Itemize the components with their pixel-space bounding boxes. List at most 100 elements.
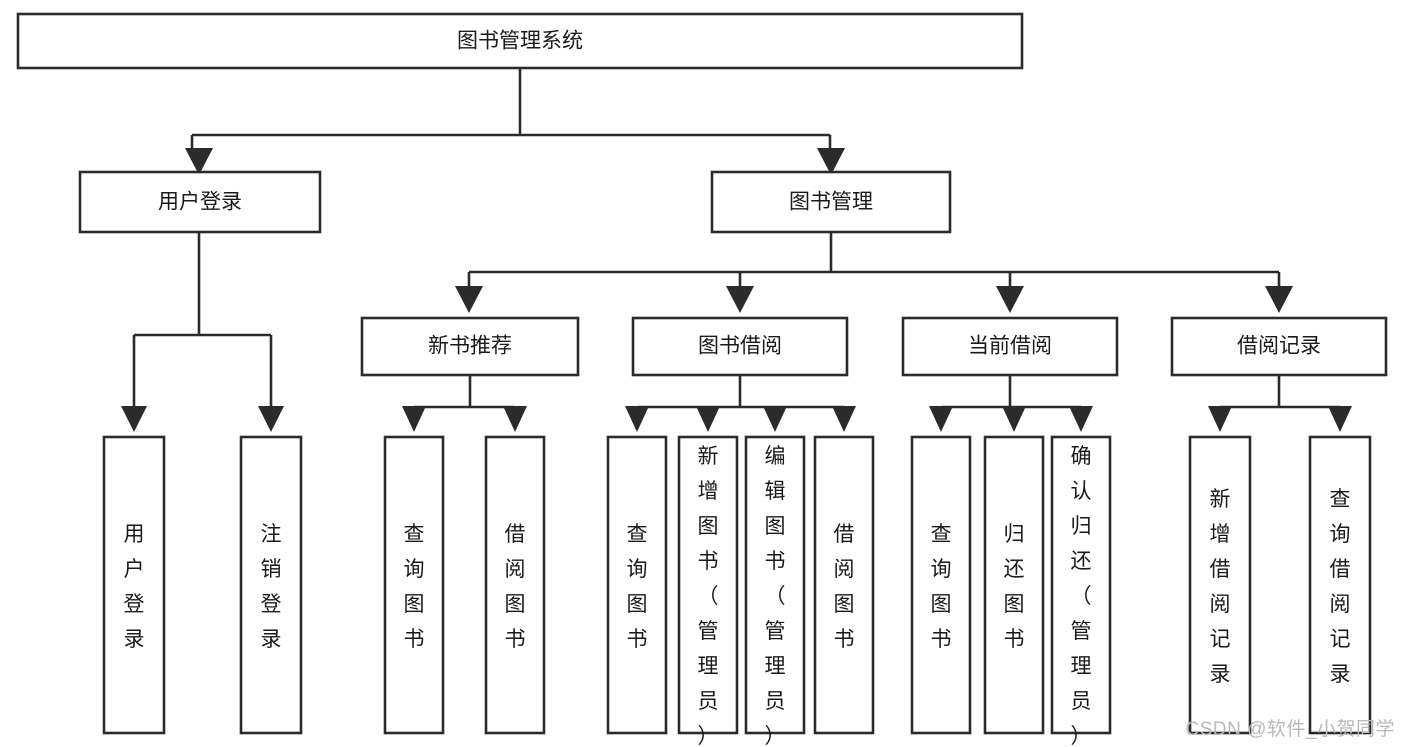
leaf-label: 新增借阅记录 [1210, 488, 1231, 686]
leaf-box[interactable] [1050, 435, 1112, 735]
current-borrow-box[interactable] [901, 316, 1119, 377]
leaf-node[interactable]: 新增图书（管理员） [677, 435, 739, 747]
leaf-box[interactable] [1188, 435, 1252, 735]
leaf-label-char: 用 [124, 523, 145, 546]
arrowhead-leaf-6 [696, 406, 720, 432]
book-borrow-box[interactable] [631, 316, 849, 377]
new-book-recommend-box[interactable] [360, 316, 580, 377]
leaf-label-char: 管 [765, 620, 786, 643]
leaf-box[interactable] [983, 435, 1045, 735]
node-current-borrow[interactable]: 当前借阅 [901, 316, 1119, 377]
leaf-box[interactable] [813, 435, 875, 735]
leaf-box[interactable] [606, 435, 668, 735]
leaf-node[interactable]: 注销登录 [239, 435, 303, 735]
leaf-label: 查询图书 [931, 523, 952, 651]
leaf-node[interactable]: 归还图书 [983, 435, 1045, 735]
leaf-label-char: 登 [261, 593, 282, 616]
leaf-label-char: 图 [1004, 593, 1025, 616]
leaf-node-layer: 用户登录注销登录查询图书借阅图书查询图书新增图书（管理员）编辑图书（管理员）借阅… [102, 435, 1372, 747]
leaf-node[interactable]: 编辑图书（管理员） [744, 435, 806, 747]
leaf-box[interactable] [744, 435, 806, 735]
leaf-label-char: 借 [505, 523, 526, 546]
leaf-label-char: （ [765, 585, 786, 608]
node-book-borrow[interactable]: 图书借阅 [631, 316, 849, 377]
leaf-label-char: 录 [261, 628, 282, 651]
leaf-label-char: 归 [1071, 515, 1092, 538]
node-book-management[interactable]: 图书管理 [710, 170, 952, 234]
borrow-record-box[interactable] [1170, 316, 1388, 377]
leaf-label-char: 理 [698, 655, 719, 678]
leaf-node[interactable]: 查询图书 [910, 435, 972, 735]
arrowhead-to-login [185, 148, 213, 175]
leaf-label: 查询借阅记录 [1330, 488, 1351, 686]
leaf-node[interactable]: 用户登录 [102, 435, 166, 735]
edge-login-bus [132, 232, 273, 414]
leaf-node[interactable]: 查询图书 [383, 435, 445, 735]
leaf-label-char: 书 [627, 628, 648, 651]
leaf-label-char: 记 [1210, 628, 1231, 651]
leaf-node[interactable]: 查询借阅记录 [1308, 435, 1372, 735]
leaf-label: 注销登录 [261, 523, 282, 651]
edge-borrow-bus [635, 375, 846, 414]
leaf-node[interactable]: 查询图书 [606, 435, 668, 735]
leaf-box[interactable] [1308, 435, 1372, 735]
leaf-label-char: 管 [1071, 620, 1092, 643]
node-new-book-recommend[interactable]: 新书推荐 [360, 316, 580, 377]
leaf-label-char: 录 [1330, 663, 1351, 686]
leaf-box[interactable] [910, 435, 972, 735]
leaf-box[interactable] [102, 435, 166, 735]
leaf-label-char: 确 [1071, 445, 1092, 468]
leaf-box[interactable] [239, 435, 303, 735]
leaf-label-char: 阅 [505, 558, 526, 581]
arrowhead-leaf-2 [258, 406, 284, 432]
leaf-label-char: 查 [404, 523, 425, 546]
arrowhead-leaf-10 [1002, 406, 1026, 432]
leaf-label-char: 借 [1330, 558, 1351, 581]
node-user-login[interactable]: 用户登录 [78, 170, 322, 234]
leaf-box[interactable] [484, 435, 546, 735]
node-borrow-record[interactable]: 借阅记录 [1170, 316, 1388, 377]
leaf-label: 用户登录 [124, 523, 145, 651]
root-box[interactable] [16, 12, 1024, 70]
leaf-label-char: 查 [931, 523, 952, 546]
leaf-label: 编辑图书（管理员） [765, 445, 786, 747]
leaf-label: 确认归还（管理员） [1071, 445, 1092, 747]
leaf-label-char: 图 [931, 593, 952, 616]
current-borrow-label: 当前借阅 [968, 335, 1052, 358]
leaf-label-char: 增 [698, 480, 719, 503]
leaf-label-char: 书 [931, 628, 952, 651]
leaf-label-char: 图 [505, 593, 526, 616]
node-root[interactable]: 图书管理系统 [16, 12, 1024, 70]
leaf-label-char: 阅 [1330, 593, 1351, 616]
book-management-label: 图书管理 [789, 191, 873, 214]
leaf-label-char: 询 [627, 558, 648, 581]
leaf-label-char: 书 [1004, 628, 1025, 651]
leaf-box[interactable] [383, 435, 445, 735]
leaf-label-char: 询 [931, 558, 952, 581]
leaf-label-char: 书 [765, 550, 786, 573]
leaf-label-char: 录 [124, 628, 145, 651]
leaf-label-char: 辑 [765, 480, 786, 503]
leaf-label-char: 登 [124, 593, 145, 616]
leaf-node[interactable]: 新增借阅记录 [1188, 435, 1252, 735]
arrowhead-leaf-5 [625, 406, 649, 432]
leaf-label-char: 员 [765, 690, 786, 713]
leaf-label-char: 查 [1330, 488, 1351, 511]
leaf-label-char: 阅 [834, 558, 855, 581]
user-login-box[interactable] [78, 170, 322, 234]
book-management-box[interactable] [710, 170, 952, 234]
leaf-node[interactable]: 借阅图书 [813, 435, 875, 735]
leaf-label-char: 新 [698, 445, 719, 468]
leaf-label-char: 询 [404, 558, 425, 581]
arrowhead-leaf-12 [1208, 406, 1232, 432]
leaf-node[interactable]: 确认归还（管理员） [1050, 435, 1112, 747]
leaf-label-char: 认 [1071, 480, 1092, 503]
arrowhead-leaf-11 [1069, 406, 1093, 432]
edge-record-bus [1218, 375, 1342, 414]
leaf-label-char: 书 [834, 628, 855, 651]
edge-bookmgmt-bus [467, 232, 1281, 297]
leaf-node[interactable]: 借阅图书 [484, 435, 546, 735]
leaf-label-char: （ [1071, 585, 1092, 608]
leaf-box[interactable] [677, 435, 739, 735]
